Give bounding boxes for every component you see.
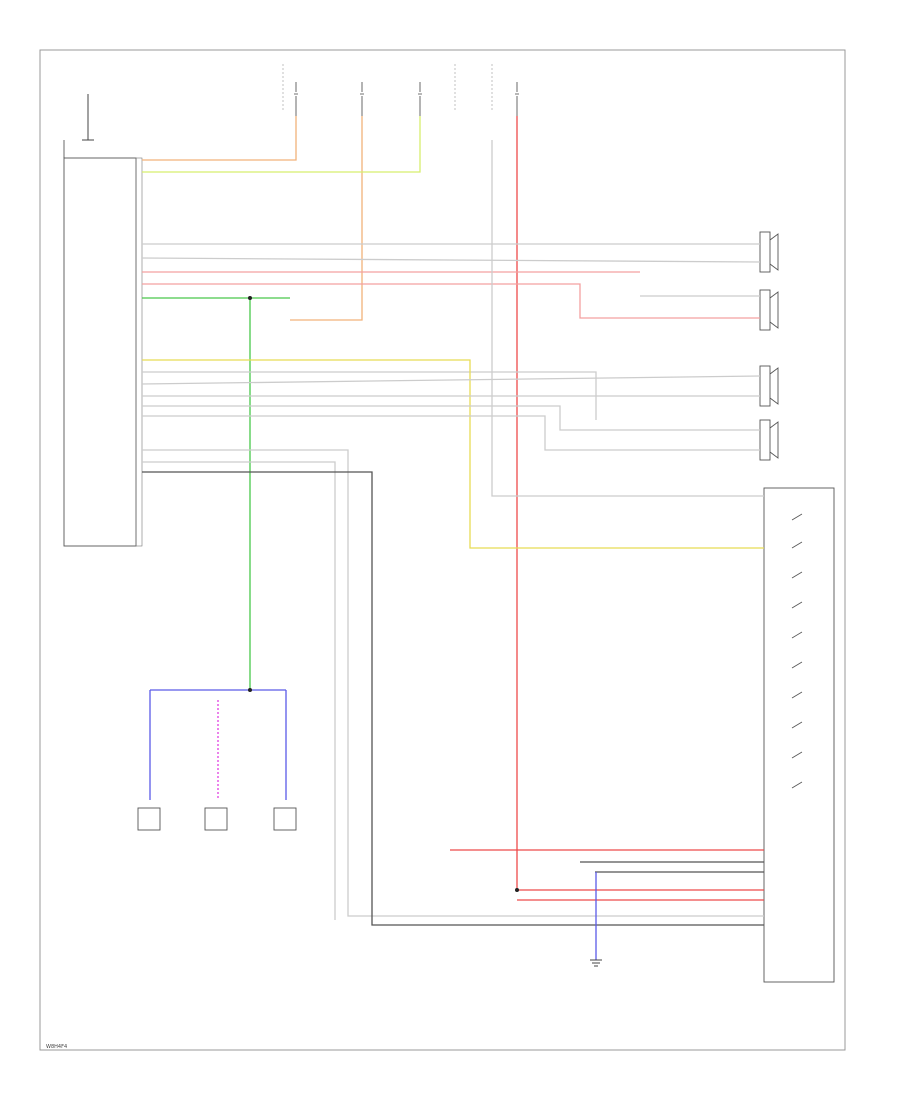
- wire-rr-minus: [142, 415, 760, 451]
- wire-gray-1: [142, 371, 597, 420]
- wire-gray-2: [142, 449, 764, 917]
- fuse-3: [418, 82, 422, 116]
- wire-lf-minus: [141, 257, 761, 263]
- component-center: [204, 807, 228, 831]
- ground-icon: [590, 959, 602, 967]
- wire-orange-ignition: [290, 116, 363, 321]
- module-switches: [791, 513, 803, 789]
- component-left: [137, 807, 161, 831]
- wire-rr-plus: [142, 405, 760, 431]
- wire-rf-minus: [142, 283, 760, 319]
- fuse-1: [294, 82, 298, 116]
- antenna-icon: [63, 94, 94, 158]
- wire-gray-3: [142, 461, 336, 920]
- fuse-2: [360, 82, 364, 116]
- fuse-panel: [282, 64, 456, 116]
- speaker-left-front: [759, 231, 779, 273]
- figure-id: W8H4F4: [46, 1044, 67, 1050]
- wire-lr-plus: [141, 375, 761, 385]
- audio-control-module: [763, 487, 835, 983]
- splice-point: [248, 296, 252, 300]
- wire-orange-power: [142, 116, 297, 161]
- splice-point: [515, 888, 519, 892]
- wire-yellow-green-power: [142, 116, 421, 173]
- splice-point: [248, 688, 252, 692]
- battery-junction-box: [491, 64, 519, 116]
- wire-gray-module: [491, 140, 764, 497]
- component-right: [273, 807, 297, 831]
- diagram-frame: [39, 49, 846, 1051]
- wire-yellow: [142, 359, 764, 549]
- wire-red-battery: [516, 116, 764, 891]
- speaker-left-rear: [759, 365, 779, 407]
- fuse-4: [515, 82, 519, 116]
- radio-module: [63, 157, 137, 547]
- radio-connector: [135, 157, 143, 547]
- wire-dark-2: [580, 861, 764, 873]
- speaker-right-rear: [759, 419, 779, 461]
- wire-dark-shield: [142, 471, 764, 926]
- speaker-right-front: [759, 289, 779, 331]
